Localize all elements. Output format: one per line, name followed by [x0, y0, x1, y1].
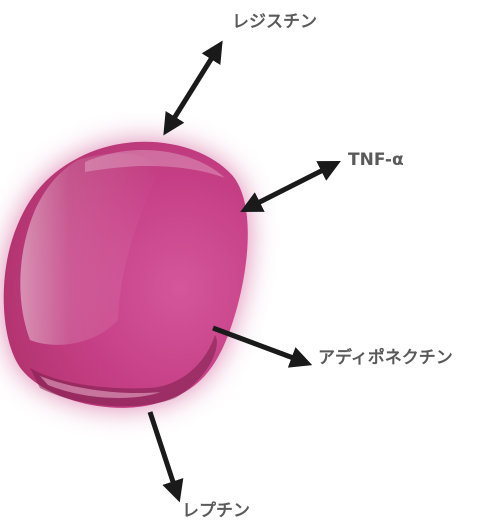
tnf-alpha-label: TNF-α — [348, 152, 404, 169]
resistin-arrow — [168, 48, 218, 128]
adiponectin-label: アディポネクチン — [318, 350, 453, 367]
leptin-label: レプチン — [182, 503, 250, 520]
leptin-arrow — [150, 412, 177, 494]
resistin-label: レジスチン — [232, 14, 317, 31]
tnf-alpha-arrow — [248, 165, 333, 208]
adiponectin-arrow — [213, 328, 304, 362]
